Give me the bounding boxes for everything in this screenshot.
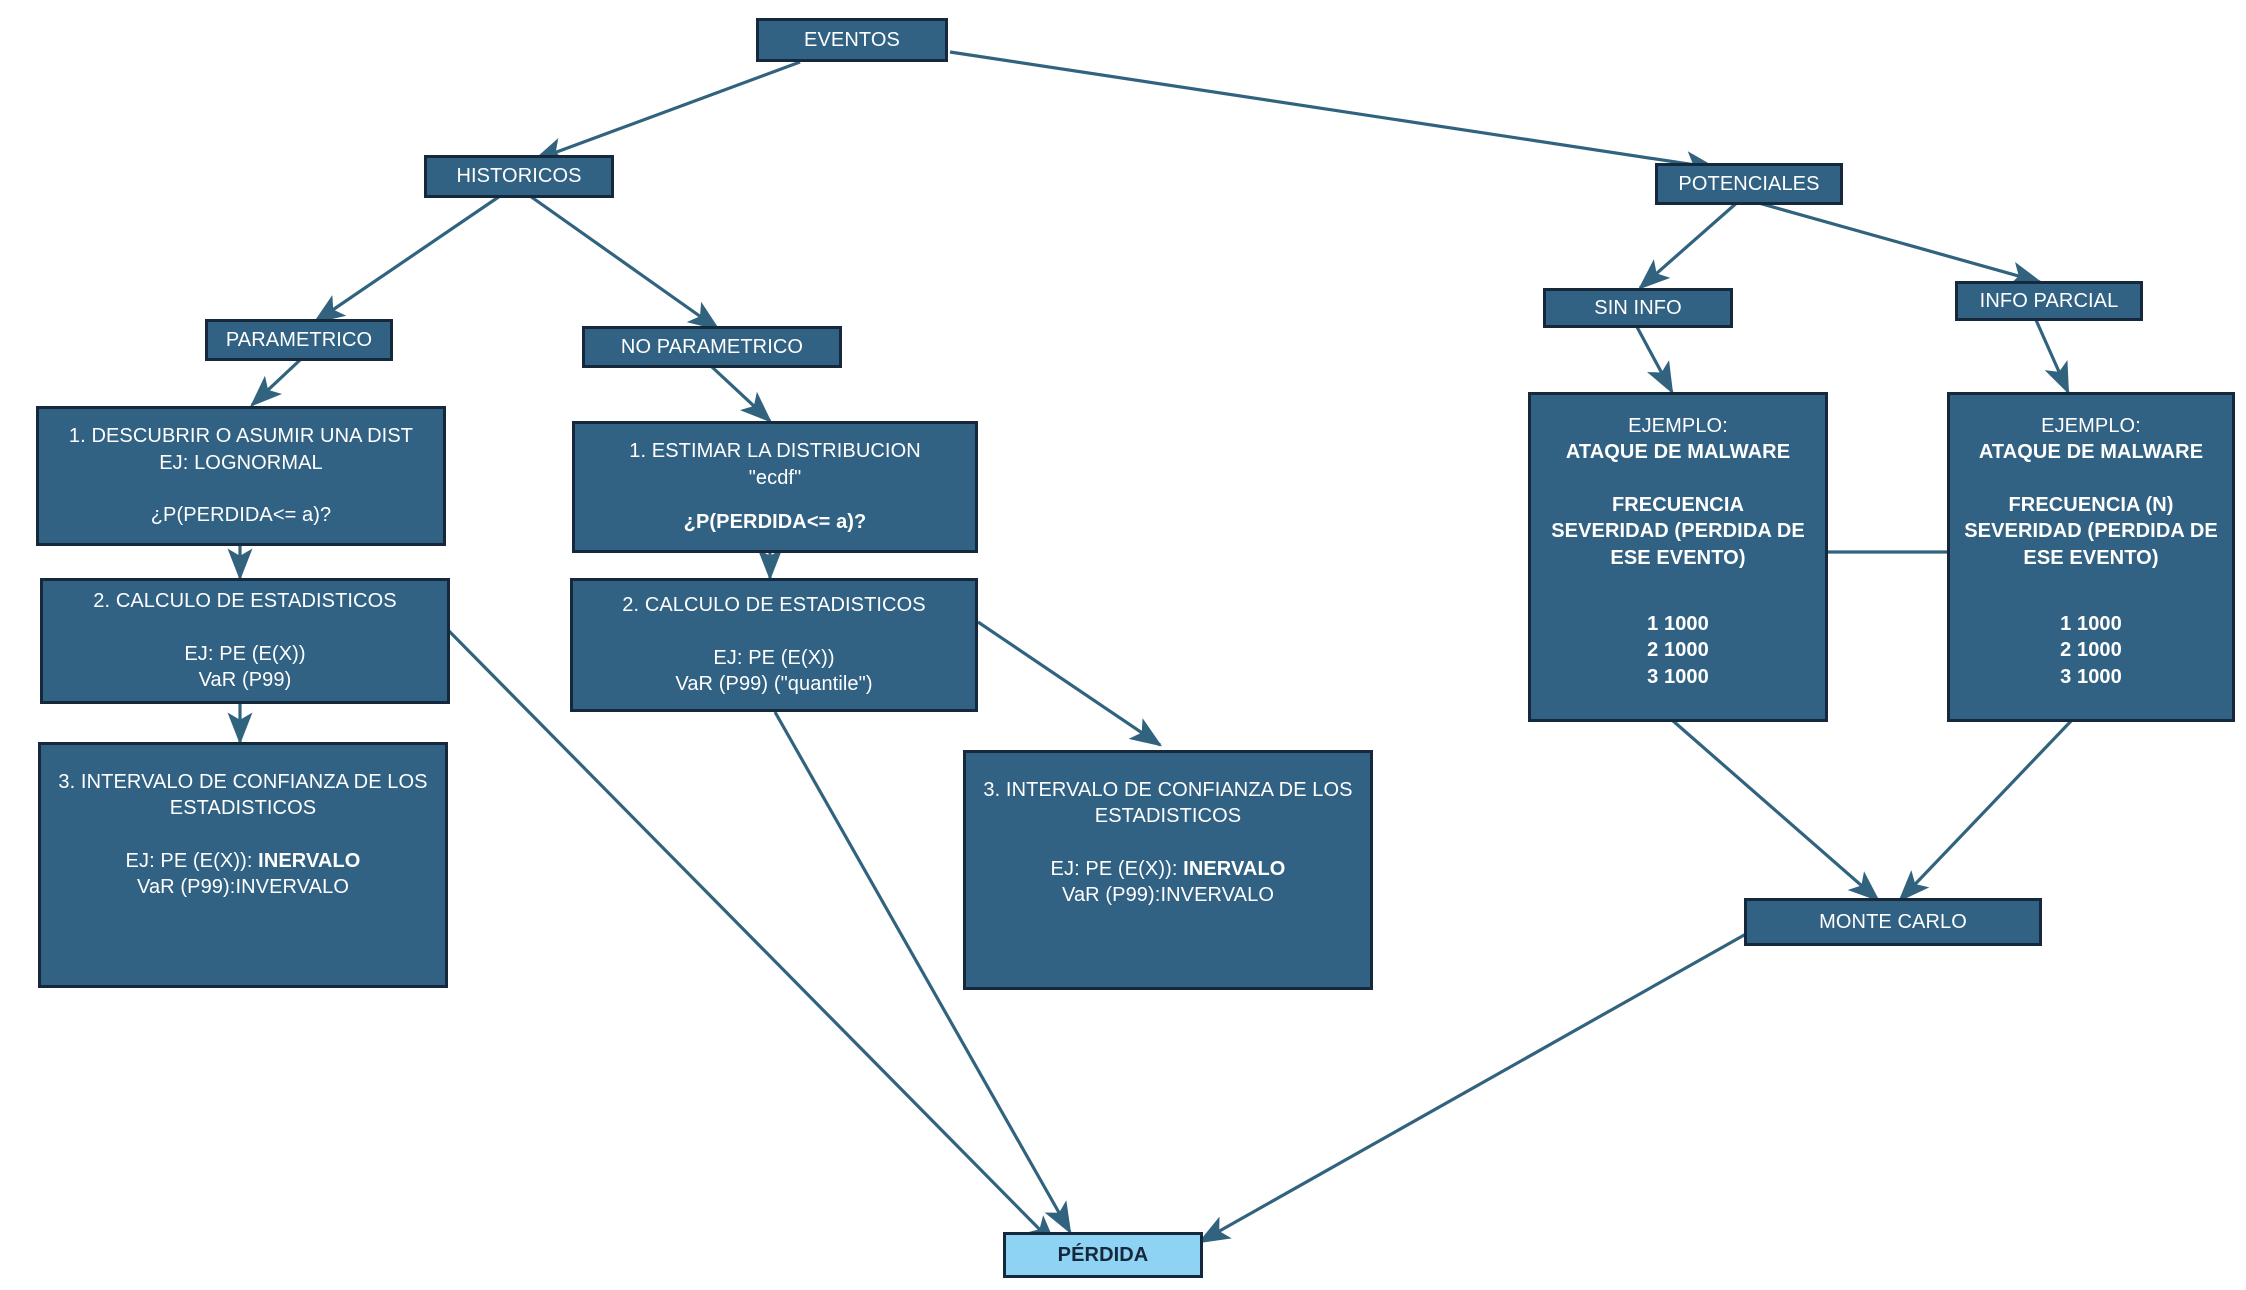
ejemplo2-line3: FRECUENCIA (N) <box>2008 493 2174 516</box>
node-parametrico-step-1[interactable]: 1. DESCUBRIR O ASUMIR UNA DIST EJ: LOGNO… <box>36 406 446 546</box>
ejemplo1-line4: SEVERIDAD (PERDIDA DE <box>1551 520 1805 543</box>
edge-historicos-parametrico <box>312 194 501 324</box>
ejemplo1-line5: ESE EVENTO) <box>1610 546 1746 569</box>
ejemplo2-line2: ATAQUE DE MALWARE <box>1978 441 2204 464</box>
node-sin-info-label: SIN INFO <box>1594 296 1682 319</box>
ejemplo2-row3: 3 1000 <box>2060 665 2122 688</box>
node-eventos[interactable]: EVENTOS <box>756 18 948 62</box>
node-ejemplo-sin-info[interactable]: EJEMPLO: ATAQUE DE MALWARE FRECUENCIA SE… <box>1528 392 1828 722</box>
node-potenciales[interactable]: POTENCIALES <box>1655 163 1843 205</box>
node-no-parametrico-step-1[interactable]: 1. ESTIMAR LA DISTRIBUCION "ecdf" ¿P(PER… <box>572 421 978 553</box>
edge-infoparcial-ejemplo <box>2034 319 2070 395</box>
node-parametrico-step-2[interactable]: 2. CALCULO DE ESTADISTICOS EJ: PE (E(X))… <box>40 578 450 704</box>
spacer <box>579 619 969 645</box>
node-no-parametrico-step-2[interactable]: 2. CALCULO DE ESTADISTICOS EJ: PE (E(X))… <box>570 578 978 712</box>
ejemplo1-row3: 3 1000 <box>1647 665 1709 688</box>
ejemplo1-row2: 2 1000 <box>1647 639 1709 662</box>
ejemplo2-line5: ESE EVENTO) <box>2023 546 2159 569</box>
noparam-step1-line2: "ecdf" <box>748 466 802 489</box>
node-no-parametrico-label: NO PARAMETRICO <box>620 335 804 358</box>
param-step3-line1: 3. INTERVALO DE CONFIANZA DE LOS <box>58 771 428 793</box>
edge-noparam-step2-step3 <box>977 620 1163 747</box>
node-potenciales-label: POTENCIALES <box>1678 172 1820 195</box>
node-historicos-label: HISTORICOS <box>456 165 582 188</box>
node-parametrico-label: PARAMETRICO <box>225 328 373 351</box>
noparam-step3-line3: EJ: PE (E(X)): INERVALO <box>972 856 1364 882</box>
node-eventos-label: EVENTOS <box>804 28 900 51</box>
noparam-step3-line2: ESTADISTICOS <box>1094 805 1242 828</box>
noparam-step3-line3-prefix: EJ: PE (E(X)): <box>1050 857 1184 880</box>
noparam-step2-line1: 2. CALCULO DE ESTADISTICOS <box>622 594 926 617</box>
ejemplo1-line3: FRECUENCIA <box>1611 493 1745 516</box>
param-step3-line4: VaR (P99):INVERVALO <box>137 876 349 899</box>
param-step1-line1: 1. DESCUBRIR O ASUMIR UNA DIST <box>68 425 414 448</box>
edge-eventos-historicos <box>532 60 801 162</box>
noparam-step2-line2: EJ: PE (E(X)) <box>713 646 835 669</box>
node-monte-carlo-label: MONTE CARLO <box>1819 910 1967 933</box>
node-no-parametrico[interactable]: NO PARAMETRICO <box>582 326 842 368</box>
param-step1-line2: EJ: LOGNORMAL <box>159 451 323 474</box>
node-monte-carlo[interactable]: MONTE CARLO <box>1744 898 2042 946</box>
param-step2-line1: 2. CALCULO DE ESTADISTICOS <box>93 590 397 613</box>
ejemplo1-row1: 1 1000 <box>1647 612 1709 635</box>
ejemplo2-line4: SEVERIDAD (PERDIDA DE <box>1964 520 2218 543</box>
node-sin-info[interactable]: SIN INFO <box>1543 288 1733 328</box>
spacer <box>1537 571 1819 611</box>
spacer <box>49 615 441 641</box>
ejemplo2-row1: 1 1000 <box>2060 612 2122 635</box>
noparam-step3-line4: VaR (P99):INVERVALO <box>1062 884 1274 907</box>
node-parametrico-step-3[interactable]: 3. INTERVALO DE CONFIANZA DE LOS ESTADIS… <box>38 742 448 988</box>
param-step2-line2: EJ: PE (E(X)) <box>184 642 306 665</box>
edge-ejemplo1-montecarlo <box>1670 718 1880 902</box>
noparam-step2-line3: VaR (P99) ("quantile") <box>675 673 873 696</box>
ejemplo1-line1: EJEMPLO: <box>1628 415 1728 437</box>
spacer <box>45 476 437 502</box>
spacer <box>1956 571 2226 611</box>
param-step2-line3: VaR (P99) <box>198 669 292 692</box>
spacer <box>47 822 439 848</box>
edge-eventos-potenciales <box>949 50 1718 176</box>
param-step3-line2: ESTADISTICOS <box>169 797 317 820</box>
ejemplo2-line1: EJEMPLO: <box>2041 415 2141 437</box>
param-step1-line3: ¿P(PERDIDA<= a)? <box>150 504 332 527</box>
spacer <box>1537 466 1819 492</box>
edge-potenciales-sininfo <box>1638 198 1742 290</box>
spacer <box>972 830 1364 856</box>
spacer <box>581 491 969 509</box>
param-step3-line3-bold: INERVALO <box>258 849 361 872</box>
spacer <box>1956 466 2226 492</box>
edge-historicos-noparametrico <box>529 194 721 331</box>
node-info-parcial[interactable]: INFO PARCIAL <box>1955 281 2143 321</box>
node-perdida[interactable]: PÉRDIDA <box>1003 1232 1203 1278</box>
node-ejemplo-info-parcial[interactable]: EJEMPLO: ATAQUE DE MALWARE FRECUENCIA (N… <box>1947 392 2235 722</box>
param-step3-line3-prefix: EJ: PE (E(X)): <box>125 849 259 872</box>
noparam-step1-line1: 1. ESTIMAR LA DISTRIBUCION <box>629 440 921 463</box>
node-historicos[interactable]: HISTORICOS <box>424 155 614 198</box>
noparam-step1-line3: ¿P(PERDIDA<= a)? <box>683 511 867 534</box>
edge-parametrico-step1 <box>250 358 302 407</box>
node-info-parcial-label: INFO PARCIAL <box>1979 289 2119 312</box>
edge-potenciales-infoparcial <box>1747 198 2043 287</box>
node-no-parametrico-step-3[interactable]: 3. INTERVALO DE CONFIANZA DE LOS ESTADIS… <box>963 750 1373 990</box>
param-step3-line3: EJ: PE (E(X)): INERVALO <box>47 848 439 874</box>
noparam-step3-line3-bold: INERVALO <box>1183 857 1286 880</box>
node-perdida-label: PÉRDIDA <box>1057 1243 1149 1266</box>
node-parametrico[interactable]: PARAMETRICO <box>205 319 393 361</box>
ejemplo2-row2: 2 1000 <box>2060 639 2122 662</box>
noparam-step3-line1: 3. INTERVALO DE CONFIANZA DE LOS <box>983 779 1353 801</box>
ejemplo1-line2: ATAQUE DE MALWARE <box>1565 441 1791 464</box>
edge-ejemplo2-montecarlo <box>1898 718 2074 902</box>
edge-sininfo-ejemplo <box>1635 326 1674 395</box>
edge-noparametrico-step1 <box>710 365 772 423</box>
